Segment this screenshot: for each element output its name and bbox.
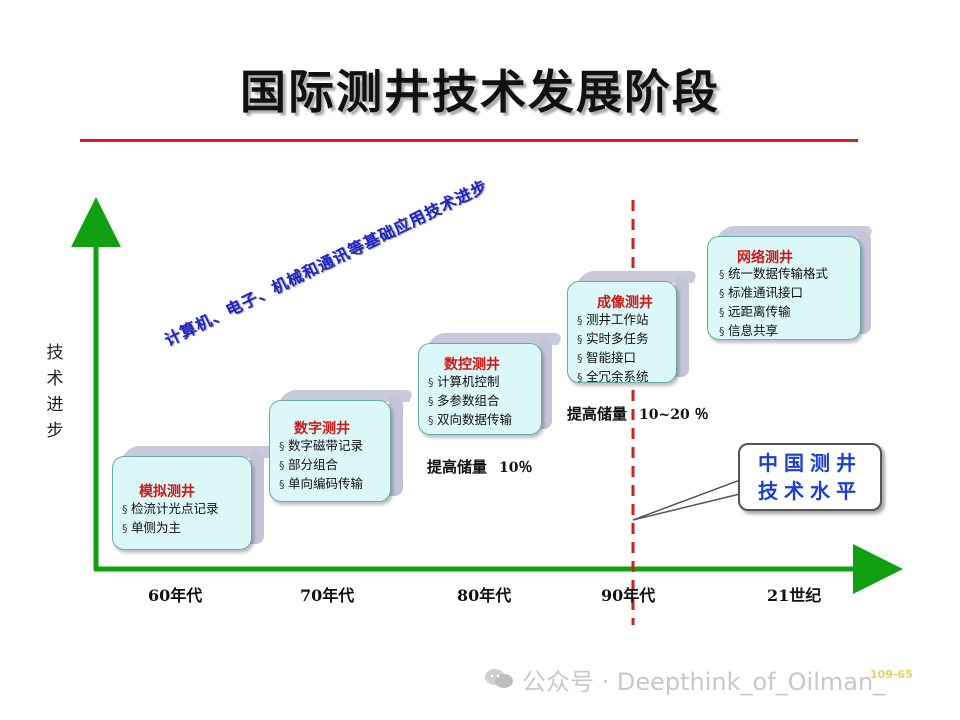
stage-item: 部分组合 (279, 456, 363, 475)
stage-items: 数字磁带记录 部分组合 单向编码传输 (279, 437, 363, 494)
stage-network: 网络测井 统一数据传输格式 标准通讯接口 远距离传输 信息共享 (707, 226, 879, 340)
reserve-increase-2: 提高储量 10~20 ％ (567, 403, 709, 424)
stage-item: 单向编码传输 (279, 475, 363, 494)
stage-item: 全冗余系统 (577, 368, 649, 387)
y-axis-label: 技 术 进 步 (44, 340, 66, 444)
stage-item: 多参数组合 (428, 392, 512, 411)
stage-title: 网络测井 (737, 250, 793, 266)
callout-line1: 中国测井 (758, 451, 862, 475)
stage-imaging: 成像测井 测井工作站 实时多任务 智能接口 全冗余系统 (567, 271, 703, 384)
x-label-60s: 60年代 (148, 586, 203, 605)
boost-value: 10％ (499, 460, 533, 476)
page-number: 109-65 (870, 668, 913, 681)
x-label-90s: 90年代 (601, 586, 656, 605)
stage-item: 标准通讯接口 (719, 284, 828, 303)
stage-numerical-control: 数控测井 计算机控制 多参数组合 双向数据传输 (418, 333, 568, 435)
stage-item: 远距离传输 (719, 303, 828, 322)
stage-item: 实时多任务 (577, 330, 649, 349)
reserve-increase-1: 提高储量 10％ (427, 456, 533, 477)
boost-value: 10~20 ％ (639, 407, 709, 423)
stage-item: 单侧为主 (122, 519, 219, 538)
boost-label: 提高储量 (427, 458, 488, 476)
callout-line2: 技术水平 (758, 479, 862, 503)
stage-title: 数控测井 (444, 357, 500, 373)
callout-pointer (632, 479, 750, 521)
stage-digital: 数字测井 数字磁带记录 部分组合 单向编码传输 (269, 390, 419, 502)
stage-item: 检流计光点记录 (122, 500, 219, 519)
stage-title: 模拟测井 (139, 484, 195, 500)
wechat-icon (485, 669, 513, 688)
stage-item: 计算机控制 (428, 373, 512, 392)
stage-item: 统一数据传输格式 (719, 265, 828, 284)
watermark-text: 公众号 · Deepthink_of_Oilman_ (522, 668, 886, 696)
china-level-callout: 中国测井 技术水平 (738, 443, 882, 511)
stage-item: 双向数据传输 (428, 411, 512, 430)
x-label-80s: 80年代 (457, 586, 512, 605)
stage-items: 检流计光点记录 单侧为主 (122, 500, 219, 538)
stage-item: 数字磁带记录 (279, 437, 363, 456)
boost-label: 提高储量 (567, 405, 628, 423)
page-title: 国际测井技术发展阶段 (240, 65, 720, 119)
y-axis-char: 步 (46, 421, 64, 441)
stage-item: 信息共享 (719, 322, 828, 341)
stage-title: 成像测井 (597, 295, 653, 311)
y-axis-char: 进 (46, 395, 64, 415)
stage-analog: 模拟测井 检流计光点记录 单侧为主 (112, 446, 282, 551)
stage-item: 测井工作站 (577, 311, 649, 330)
x-label-21c: 21世纪 (767, 586, 822, 605)
y-axis-char: 技 (46, 343, 64, 363)
stage-items: 测井工作站 实时多任务 智能接口 全冗余系统 (577, 311, 649, 387)
title-underline (80, 139, 858, 142)
x-label-70s: 70年代 (300, 586, 355, 605)
stage-items: 计算机控制 多参数组合 双向数据传输 (428, 373, 512, 430)
stage-title: 数字测井 (294, 421, 350, 437)
stage-item: 智能接口 (577, 349, 649, 368)
stage-items: 统一数据传输格式 标准通讯接口 远距离传输 信息共享 (719, 265, 828, 341)
y-axis-char: 术 (46, 369, 64, 389)
